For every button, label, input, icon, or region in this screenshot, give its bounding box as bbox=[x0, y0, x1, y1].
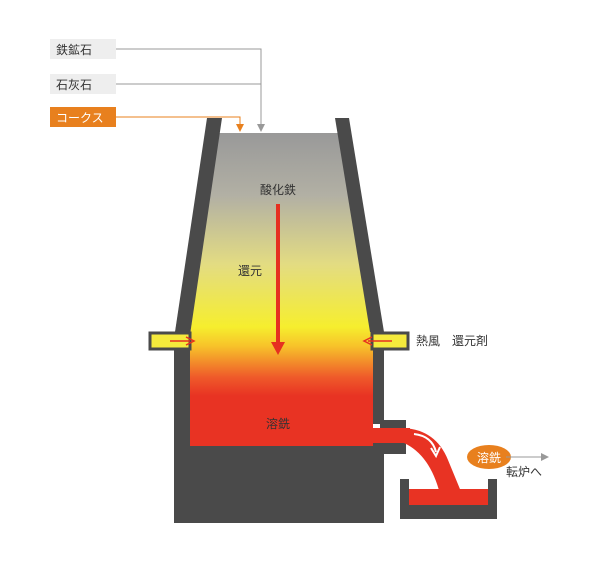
furnace-interior bbox=[190, 133, 373, 446]
iron-ore-feed-line bbox=[116, 48, 262, 127]
ore-feed-arrowhead bbox=[257, 124, 265, 132]
badge-label: 溶銑 bbox=[477, 450, 501, 465]
molten-iron-label: 溶銑 bbox=[266, 416, 290, 431]
coke-label: コークス bbox=[56, 111, 104, 125]
furnace-lower-left-wall bbox=[174, 348, 190, 448]
ladle-molten bbox=[409, 489, 488, 505]
reduction-arrow-head bbox=[271, 342, 285, 355]
furnace-base-right bbox=[373, 440, 384, 523]
limestone-label: 石灰石 bbox=[56, 78, 92, 92]
converter-label: 転炉へ bbox=[506, 465, 542, 479]
coke-feed-line bbox=[116, 116, 241, 125]
converter-arrowhead bbox=[541, 453, 549, 461]
molten-iron-stream bbox=[404, 428, 462, 494]
reduction-label: 還元 bbox=[238, 264, 262, 278]
furnace-lower-right-wall bbox=[373, 348, 384, 424]
tap-hole-molten bbox=[366, 428, 410, 443]
ladle bbox=[400, 479, 497, 519]
coke-feed-arrowhead bbox=[236, 124, 244, 132]
hot-blast-label: 熱風 還元剤 bbox=[416, 333, 488, 348]
furnace-left-shaft-wall bbox=[175, 118, 221, 332]
iron-ore-input: 鉄鉱石 bbox=[50, 39, 116, 59]
molten-iron-badge: 溶銑 bbox=[467, 445, 511, 469]
furnace-base bbox=[174, 446, 384, 523]
coke-input: コークス bbox=[50, 107, 116, 127]
iron-oxide-label: 酸化鉄 bbox=[260, 182, 296, 197]
stream-arrow bbox=[413, 433, 437, 453]
limestone-input: 石灰石 bbox=[50, 74, 116, 94]
furnace-right-shaft-wall bbox=[335, 118, 384, 332]
iron-ore-label: 鉄鉱石 bbox=[56, 42, 92, 57]
